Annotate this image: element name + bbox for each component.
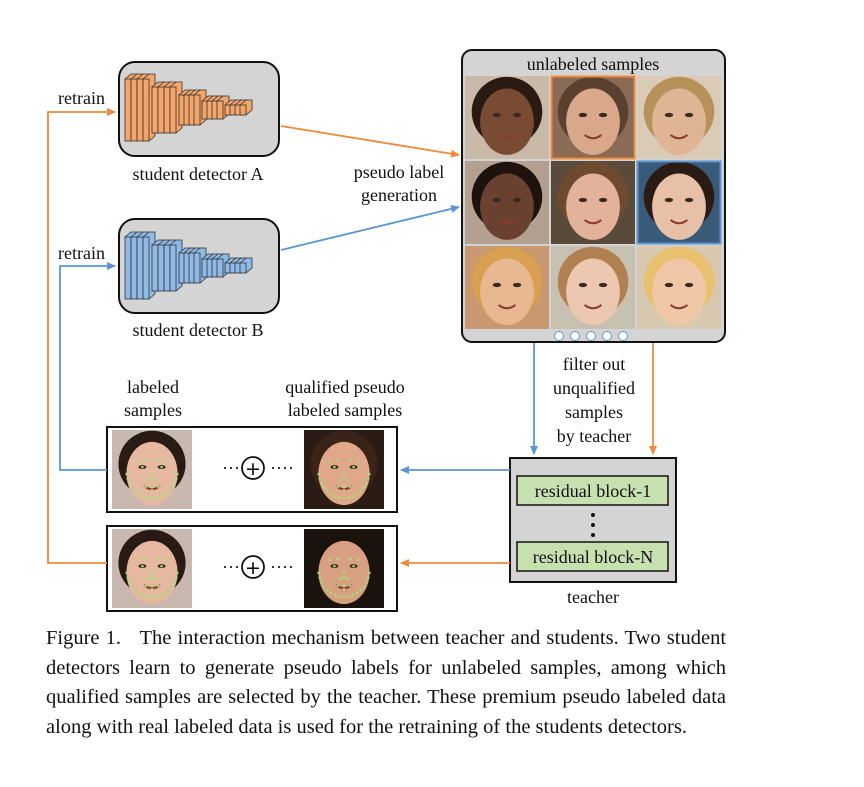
dots-right: ···· — [270, 458, 294, 478]
labeled-samples-line1: labeled — [127, 377, 179, 397]
student-a-label: student detector A — [133, 164, 264, 184]
unlabeled-samples-panel: unlabeled samples — [461, 49, 726, 343]
face-thumbnail — [465, 161, 549, 244]
arrow-a-to-unlabeled — [280, 125, 460, 158]
carousel-dot — [570, 331, 580, 341]
figure-caption: Figure 1. The interaction mechanism betw… — [46, 624, 726, 742]
face-thumbnail — [551, 246, 635, 329]
filter-line3: samples — [565, 402, 623, 422]
residual-block-1 — [516, 475, 669, 506]
network-layers-b-icon — [124, 231, 253, 300]
plus-sign: + — [245, 557, 261, 579]
dots-left: ···· — [222, 557, 246, 577]
unlabeled-samples-title: unlabeled samples — [527, 54, 659, 74]
teacher-network: residual block-1 residual block-N — [509, 457, 677, 583]
arrow-retrain-a — [47, 108, 116, 564]
arrows — [47, 108, 657, 567]
pseudo-label-line2: generation — [361, 185, 437, 205]
network-layers-a-icon — [124, 73, 253, 142]
face-image-grid — [465, 75, 722, 329]
training-set-row-top: ···· + ···· — [106, 426, 398, 513]
student-detector-a — [118, 61, 280, 157]
labeled-samples-line2: samples — [124, 400, 182, 420]
carousel-dots — [554, 331, 628, 341]
dots-right: ···· — [270, 557, 294, 577]
teacher-label: teacher — [567, 587, 619, 607]
qualified-samples-line2: labeled samples — [288, 400, 402, 420]
face-thumbnail — [551, 161, 635, 244]
carousel-dot — [554, 331, 564, 341]
filter-line1: filter out — [563, 354, 625, 374]
filter-line4: by teacher — [557, 426, 631, 446]
residual-block-n — [516, 541, 669, 572]
arrow-b-to-unlabeled — [280, 204, 460, 251]
face-thumbnail — [636, 160, 722, 245]
face-thumbnail — [637, 246, 721, 329]
student-detector-b — [118, 218, 280, 314]
qualified-samples-line1: qualified pseudo — [285, 377, 404, 397]
face-thumbnail — [550, 75, 636, 160]
labeled-face-image — [112, 430, 192, 509]
plus-circle-icon — [241, 456, 265, 480]
plus-circle-icon — [241, 555, 265, 579]
interaction-diagram: student detector A student detector B re… — [47, 49, 726, 612]
residual-block-1-label: residual block-1 — [535, 481, 651, 501]
qualified-face-image — [304, 430, 384, 509]
plus-sign: + — [245, 458, 261, 480]
face-thumbnail — [637, 76, 721, 159]
carousel-dot — [586, 331, 596, 341]
student-b-label: student detector B — [133, 320, 264, 340]
face-thumbnail — [465, 246, 549, 329]
retrain-label-bottom: retrain — [58, 243, 105, 263]
filter-line2: unqualified — [553, 378, 635, 398]
figure-label: Figure 1. — [46, 627, 122, 649]
carousel-dot — [618, 331, 628, 341]
labeled-face-image — [112, 529, 192, 608]
residual-block-n-label: residual block-N — [533, 547, 653, 567]
arrow-retrain-b — [59, 262, 116, 471]
caption-text: The interaction mechanism between teache… — [46, 627, 727, 738]
training-set-row-bottom: ···· + ···· — [106, 525, 398, 612]
dots-left: ···· — [222, 458, 246, 478]
carousel-dot — [602, 331, 612, 341]
qualified-face-image — [304, 529, 384, 608]
retrain-label-top: retrain — [58, 88, 105, 108]
face-thumbnail — [465, 76, 549, 159]
pseudo-label-line1: pseudo label — [354, 162, 444, 182]
